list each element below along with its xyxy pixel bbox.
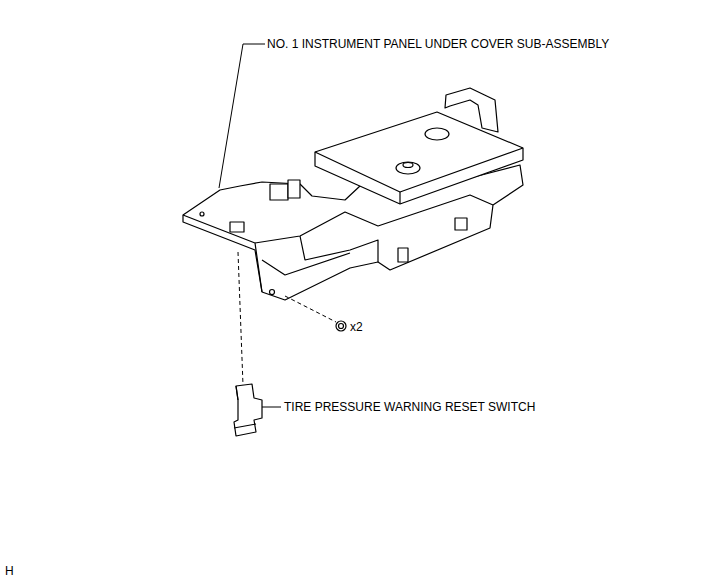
figure-code: H xyxy=(4,564,15,578)
switch-hole xyxy=(230,222,244,232)
tray-edge xyxy=(255,195,493,243)
hole xyxy=(200,212,204,216)
reset-switch xyxy=(236,386,238,400)
plate-boss xyxy=(396,162,420,174)
clip xyxy=(270,184,288,200)
tray-edge xyxy=(300,236,378,262)
plate-boss xyxy=(403,163,413,168)
rear-tab xyxy=(445,88,498,132)
screw xyxy=(336,321,346,331)
plate-edge xyxy=(399,192,400,204)
plate-boss xyxy=(425,128,449,140)
reset-switch xyxy=(234,384,262,436)
tray-edge xyxy=(183,215,262,292)
hole xyxy=(270,290,275,295)
assembly-line xyxy=(238,252,243,385)
under-cover-tray xyxy=(183,165,523,300)
part-name: TIRE PRESSURE WARNING RESET SWITCH xyxy=(283,400,536,414)
clip xyxy=(288,180,300,198)
assembly-line xyxy=(285,296,336,322)
part-name: NO. 1 INSTRUMENT PANEL UNDER COVER SUB-A… xyxy=(266,37,610,51)
reset-switch xyxy=(234,424,256,428)
plate-edge xyxy=(315,148,523,192)
tray-rib xyxy=(262,253,350,275)
screw xyxy=(339,324,344,329)
quantity-label: x2 xyxy=(349,320,364,334)
clip xyxy=(398,248,408,262)
clip xyxy=(455,218,467,230)
leader-line xyxy=(219,44,265,188)
